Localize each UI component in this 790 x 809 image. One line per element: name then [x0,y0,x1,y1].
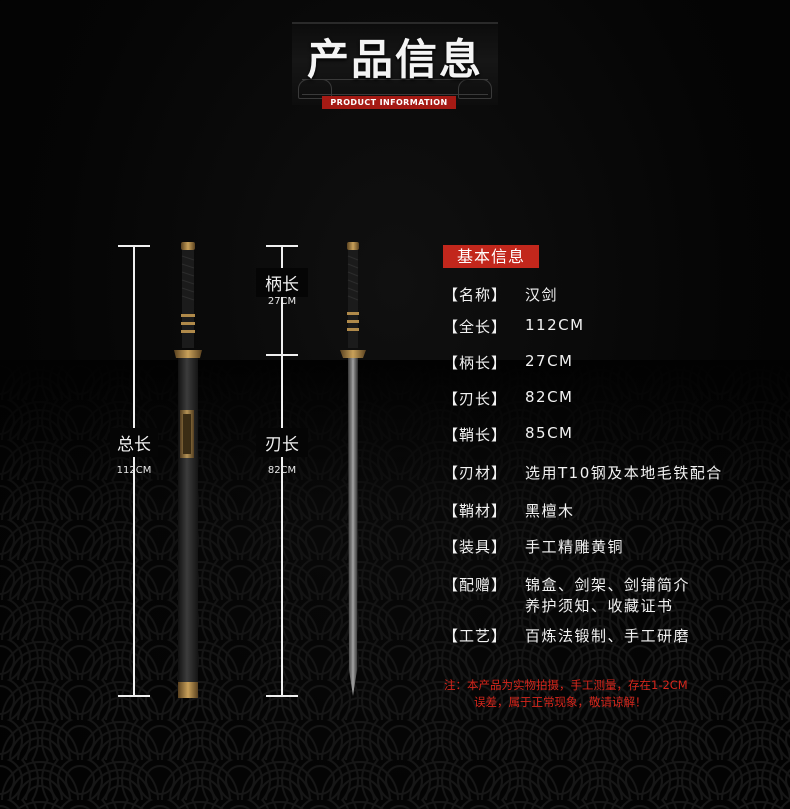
info-value: 百炼法锻制、手工研磨 [525,627,691,645]
blade-length-line [281,356,283,696]
info-value: 85CM [525,424,574,442]
info-key: 【柄长】 [443,354,508,372]
handle-length-bottom-tick [266,354,298,356]
disclaimer-line-2: 误差，属于正常现象，敬请谅解！ [474,695,647,709]
info-value: 锦盒、剑架、剑铺简介 [525,576,691,594]
disclaimer-note: 注：本产品为实物拍摄，手工测量，存在1-2CM 误差，属于正常现象，敬请谅解！ [444,677,774,711]
blade-length-value: 82CM [267,465,297,476]
info-value-line2: 养护须知、收藏证书 [525,597,674,615]
page-title: 产品信息 [306,35,483,84]
info-key: 【鞘材】 [443,502,508,520]
total-length-line [133,246,135,696]
handle-length-label: 柄长 [256,268,308,297]
bare-sword-image [340,242,366,696]
info-key: 【工艺】 [443,627,508,645]
info-value: 手工精雕黄铜 [525,538,625,556]
info-key: 【全长】 [443,318,508,336]
blade-length-label: 刃长 [256,428,308,457]
basic-info-heading: 基本信息 [443,245,539,268]
info-value: 黑檀木 [525,502,575,520]
info-key: 【名称】 [443,286,508,304]
handle-length-line [281,246,283,356]
info-key: 【刃材】 [443,464,508,482]
info-value: 82CM [525,388,574,406]
info-key: 【鞘长】 [443,426,508,444]
handle-length-value: 27CM [267,296,297,307]
sheathed-sword-image [174,242,202,698]
info-key: 【装具】 [443,538,508,556]
disclaimer-line-1: 注：本产品为实物拍摄，手工测量，存在1-2CM [444,678,688,692]
total-length-value: 112CM [116,465,152,476]
banner-ornament-left [298,79,332,99]
blade-length-bottom-tick [266,695,298,697]
total-length-bottom-tick [118,695,150,697]
info-key: 【配赠】 [443,576,508,594]
info-value: 选用T10钢及本地毛铁配合 [525,464,723,482]
info-key: 【刃长】 [443,390,508,408]
info-value: 112CM [525,316,585,334]
total-length-label: 总长 [110,428,158,457]
header-banner: 产品信息 PRODUCT INFORMATION [292,22,498,109]
page-subtitle: PRODUCT INFORMATION [322,96,456,109]
info-value: 汉剑 [525,286,559,304]
info-value: 27CM [525,352,574,370]
banner-ornament-right [458,79,492,99]
